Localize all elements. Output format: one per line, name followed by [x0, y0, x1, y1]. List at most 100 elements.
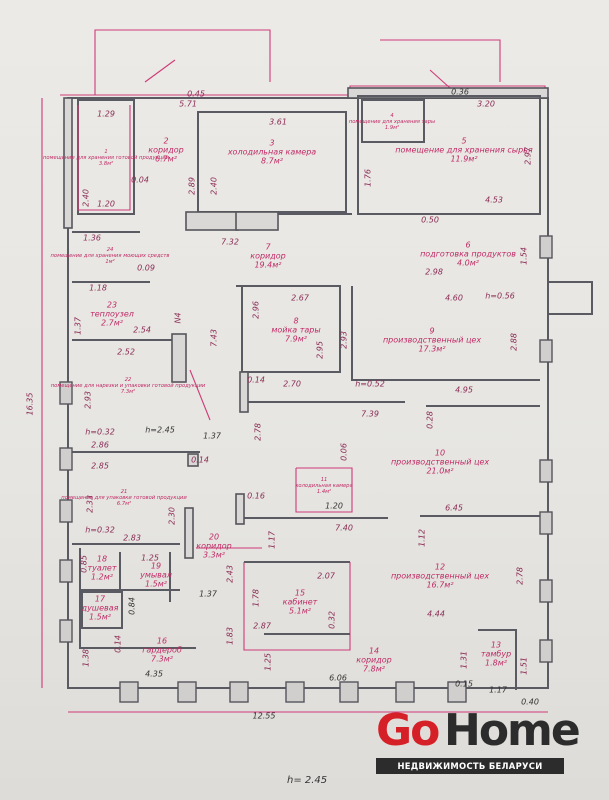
- dim: h=2.45: [145, 425, 175, 435]
- dim: h=0.52: [355, 379, 385, 389]
- dim: 2.98: [425, 267, 443, 277]
- dim: 0.84: [127, 597, 137, 615]
- dim: 1.25: [141, 553, 159, 563]
- dim: h=0.32: [85, 525, 115, 535]
- dim: 0.85: [79, 555, 89, 573]
- dim: 4.95: [455, 385, 473, 395]
- wall-13: [478, 629, 517, 690]
- dim: 1.25: [263, 653, 273, 671]
- dim: 6.45: [445, 503, 463, 513]
- dim: 1.78: [251, 589, 261, 607]
- wall-room-17: [81, 591, 123, 629]
- dim: 2.40: [81, 189, 91, 207]
- dim: 0.28: [425, 411, 435, 429]
- dim: h=0.32: [85, 427, 115, 437]
- dim: 1.37: [199, 589, 217, 599]
- wall-post: [187, 453, 199, 467]
- room-11-outline: [295, 467, 353, 513]
- dim: 0.45: [187, 89, 205, 99]
- wall-room-9: [351, 286, 540, 381]
- dim: 2.97: [523, 147, 533, 165]
- dim: 1.20: [97, 199, 115, 209]
- dim: 2.89: [187, 177, 197, 195]
- dim: 1.12: [417, 529, 427, 547]
- dim: 2.87: [253, 621, 271, 631]
- dim: 0.09: [137, 263, 155, 273]
- dim: 16.35: [25, 392, 35, 416]
- dim: 2.78: [515, 567, 525, 585]
- wall-block-b: [235, 211, 279, 231]
- dim: 1.37: [73, 317, 83, 335]
- top-diag-a: [144, 59, 176, 83]
- dim: 1.38: [81, 649, 91, 667]
- right-annex: [548, 281, 593, 315]
- dim: 2.93: [339, 331, 349, 349]
- dim: 7.32: [221, 237, 239, 247]
- dim: 7.39: [361, 409, 379, 419]
- dim: 1.36: [83, 233, 101, 243]
- dim: 1.76: [363, 169, 373, 187]
- diag-7: [189, 369, 211, 421]
- dim: 1.37: [203, 431, 221, 441]
- dim: 0.15: [455, 679, 473, 689]
- dim: 0.40: [521, 697, 539, 707]
- dim: 1.83: [225, 627, 235, 645]
- dim: 2.95: [315, 341, 325, 359]
- wall-block-a: [185, 211, 239, 231]
- dim: N4: [173, 312, 183, 324]
- dim: 2.30: [167, 507, 177, 525]
- dim: 1.17: [489, 685, 507, 695]
- dim: 0.06: [339, 443, 349, 461]
- north-wall-block: [347, 87, 549, 99]
- dim: 4.60: [445, 293, 463, 303]
- dim: 4.53: [485, 195, 503, 205]
- top-diag-b: [429, 69, 451, 89]
- dim: 3.61: [269, 117, 287, 127]
- dim: 2.70: [283, 379, 301, 389]
- dim: 7.40: [335, 523, 353, 533]
- room-15-outline: [243, 562, 351, 651]
- gohome-logo[interactable]: Go Home НЕДВИЖИМОСТЬ БЕЛАРУСИ: [376, 708, 581, 774]
- dim: 0.14: [113, 635, 123, 653]
- dim: 1.54: [519, 247, 529, 265]
- dim: 12.55: [252, 711, 276, 721]
- wall-9-10: [239, 371, 249, 413]
- dim: 1.17: [267, 531, 277, 549]
- wall-post-3: [235, 493, 245, 525]
- dim: 0.36: [451, 87, 469, 97]
- dim: 4.44: [427, 609, 445, 619]
- dim: 2.52: [117, 347, 135, 357]
- wall-room-8: [236, 285, 341, 373]
- dim: 1.31: [459, 651, 469, 669]
- dim: 2.96: [251, 301, 261, 319]
- dim: 2.33: [85, 495, 95, 513]
- dim: 2.88: [509, 333, 519, 351]
- dim: h=0.56: [485, 291, 515, 301]
- dim: 2.54: [133, 325, 151, 335]
- dim: 2.07: [317, 571, 335, 581]
- dim: 1.29: [97, 109, 115, 119]
- dim: 3.20: [477, 99, 495, 109]
